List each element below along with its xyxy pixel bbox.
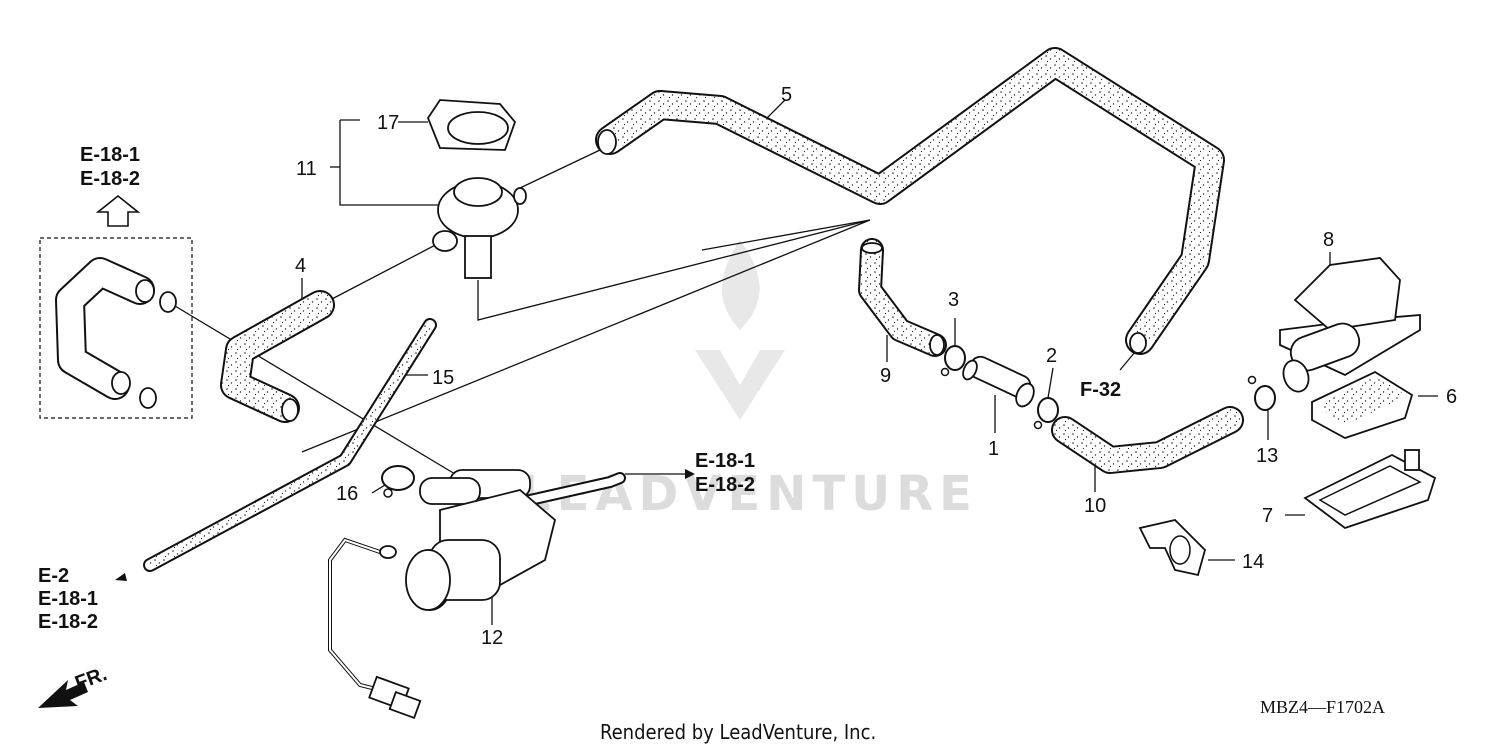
reference-middle-2[interactable]: E-18-2 bbox=[695, 474, 755, 496]
clip-2 bbox=[1033, 397, 1059, 430]
fitting-1 bbox=[962, 355, 1035, 408]
front-label: FR. bbox=[72, 663, 110, 695]
part-number-12: 12 bbox=[481, 627, 503, 649]
watermark: LEADVENTURE bbox=[520, 240, 978, 522]
part-number-13: 13 bbox=[1256, 445, 1278, 467]
part-number-15: 15 bbox=[432, 367, 454, 389]
part-number-7: 7 bbox=[1262, 505, 1273, 527]
credit-line: Rendered by LeadVenture, Inc. bbox=[600, 720, 876, 744]
reference-top-left-2[interactable]: E-18-2 bbox=[80, 168, 140, 190]
part-number-1: 1 bbox=[988, 438, 999, 460]
clamp-14 bbox=[1138, 519, 1207, 577]
reference-arrows bbox=[115, 469, 695, 581]
part-number-6: 6 bbox=[1446, 386, 1457, 408]
hose-4 bbox=[220, 290, 335, 423]
reference-top-left-1[interactable]: E-18-1 bbox=[80, 144, 140, 166]
part-number-2: 2 bbox=[1046, 345, 1057, 367]
clamp-17 bbox=[426, 99, 517, 151]
cover-7 bbox=[1303, 449, 1437, 530]
hose-15 bbox=[143, 318, 437, 572]
filter-element-6 bbox=[1311, 370, 1414, 439]
part-number-3: 3 bbox=[948, 289, 959, 311]
filter-housing-8 bbox=[1279, 257, 1421, 393]
reference-right[interactable]: F-32 bbox=[1080, 379, 1121, 401]
part-number-11: 11 bbox=[296, 158, 317, 180]
part-number-16: 16 bbox=[336, 483, 358, 505]
part-number-4: 4 bbox=[295, 255, 306, 277]
reference-middle-1[interactable]: E-18-1 bbox=[695, 450, 755, 472]
clamp-16 bbox=[381, 465, 415, 498]
part-number-17: 17 bbox=[377, 112, 399, 134]
diagram-code: MBZ4—F1702A bbox=[1260, 697, 1385, 717]
reference-bottom-left-3[interactable]: E-18-2 bbox=[38, 611, 98, 633]
pump-12 bbox=[328, 469, 626, 720]
reference-bottom-left-1[interactable]: E-2 bbox=[38, 565, 69, 587]
reference-bottom-left-2[interactable]: E-18-1 bbox=[38, 588, 98, 610]
hose-10 bbox=[1051, 406, 1244, 474]
up-arrow-icon bbox=[95, 194, 141, 227]
hose-9 bbox=[858, 238, 947, 357]
part-number-10: 10 bbox=[1084, 495, 1106, 517]
valve-11 bbox=[432, 177, 527, 279]
part-number-14: 14 bbox=[1242, 551, 1264, 573]
part-number-8: 8 bbox=[1323, 229, 1334, 251]
hose-5 bbox=[595, 47, 1225, 355]
part-number-5: 5 bbox=[781, 84, 792, 106]
front-arrow-icon bbox=[38, 680, 88, 708]
clip-3 bbox=[940, 345, 966, 377]
leader-lines bbox=[164, 99, 1438, 625]
part-number-9: 9 bbox=[880, 365, 891, 387]
watermark-text: LEADVENTURE bbox=[520, 466, 978, 522]
clip-13 bbox=[1247, 375, 1276, 411]
reference-hose-box bbox=[39, 237, 193, 419]
